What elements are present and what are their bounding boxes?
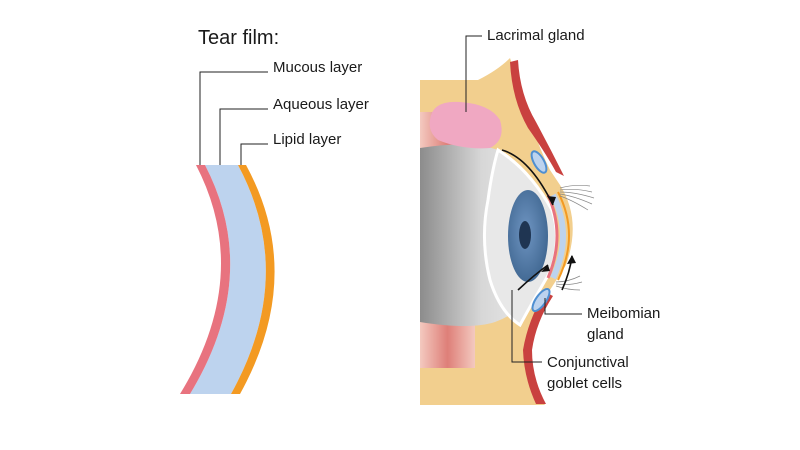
lacrimal-leader-line [465, 35, 482, 112]
mucous-leader-line [199, 71, 268, 165]
lacrimal-gland-label: Lacrimal gland [487, 27, 585, 44]
eye-leader-lines [465, 35, 582, 363]
aqueous-leader-line [219, 108, 268, 165]
lacrimal-gland [429, 101, 502, 149]
tear-flow-arrowhead-lower [541, 265, 550, 272]
mucous-layer-band [180, 165, 231, 394]
tear-flow-arrowhead-right [567, 255, 576, 264]
goblet-leader-line [511, 290, 542, 363]
lower-eyelashes [555, 275, 583, 291]
tear-film-cross-section [180, 165, 275, 394]
tear-flow-arrowhead-upper [547, 196, 556, 205]
meibomian-gland-upper [530, 150, 548, 174]
lipid-layer-label: Lipid layer [273, 131, 342, 148]
tear-flow-arrow-lower [517, 264, 549, 291]
conjunctival-goblet-cells-label: Conjunctival goblet cells [547, 354, 629, 392]
pupil [519, 221, 531, 249]
upper-eyelid-muscle [510, 60, 564, 176]
meibomian-leader-line [544, 298, 582, 315]
tear-film-title: Tear film: [198, 27, 280, 49]
corneal-tear-film-aqueous [550, 193, 566, 280]
lipid-layer-band [231, 165, 275, 394]
orbital-muscle-lower [420, 320, 475, 368]
lower-eyelid-muscle [523, 292, 553, 404]
corneal-tear-film-lipid [557, 191, 570, 281]
lipid-leader-line [240, 143, 268, 165]
meibomian-gland-label: Meibomian gland [587, 305, 661, 343]
aqueous-layer-label: Aqueous layer [273, 96, 369, 113]
mucous-layer-label: Mucous layer [273, 59, 363, 76]
aqueous-layer-band [190, 165, 266, 394]
upper-eyelashes [559, 184, 595, 211]
eye-cross-section [420, 58, 595, 405]
tear-film-leader-lines [199, 71, 268, 165]
